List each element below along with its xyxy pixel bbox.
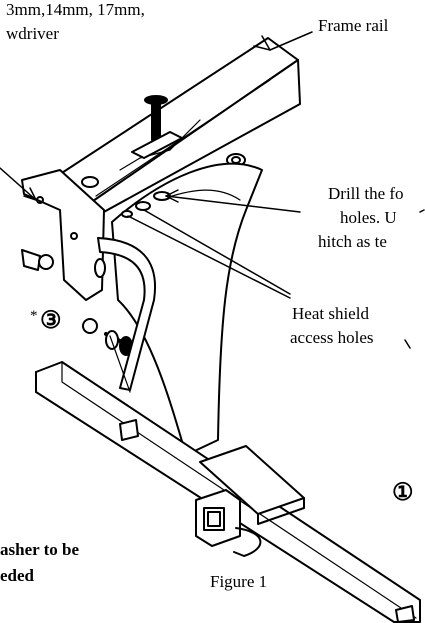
drill-label-line-1: Drill the fo [328,184,404,203]
heat-shield-label-line-2: access holes [290,328,374,347]
washer-note-line-2: eded [0,566,34,585]
callout-3: ③ [40,308,62,334]
tools-label-line-2: wdriver [6,24,59,43]
asterisk-mark: * [30,308,38,324]
figure-caption: Figure 1 [210,572,268,591]
center-plate [199,445,305,525]
carriage-bolt [131,95,183,159]
drill-label-line-2: holes. U [340,208,397,227]
frame-rail-label: Frame rail [318,16,389,35]
washer-note-line-1: asher to be [0,540,80,559]
side-arm [97,237,156,393]
safety-chain-tabs [119,419,415,623]
drill-label-line-3: hitch as te [318,232,387,251]
heat-shield-label-line-1: Heat shield [292,304,369,323]
tools-label-line-1: 3mm,14mm, 17mm, [6,0,145,19]
receiver-tube [195,489,262,557]
heat-shield-bracket [111,162,263,456]
side-bracket [21,169,106,301]
leader-lines [0,31,425,349]
callout-1: ① [392,480,414,506]
